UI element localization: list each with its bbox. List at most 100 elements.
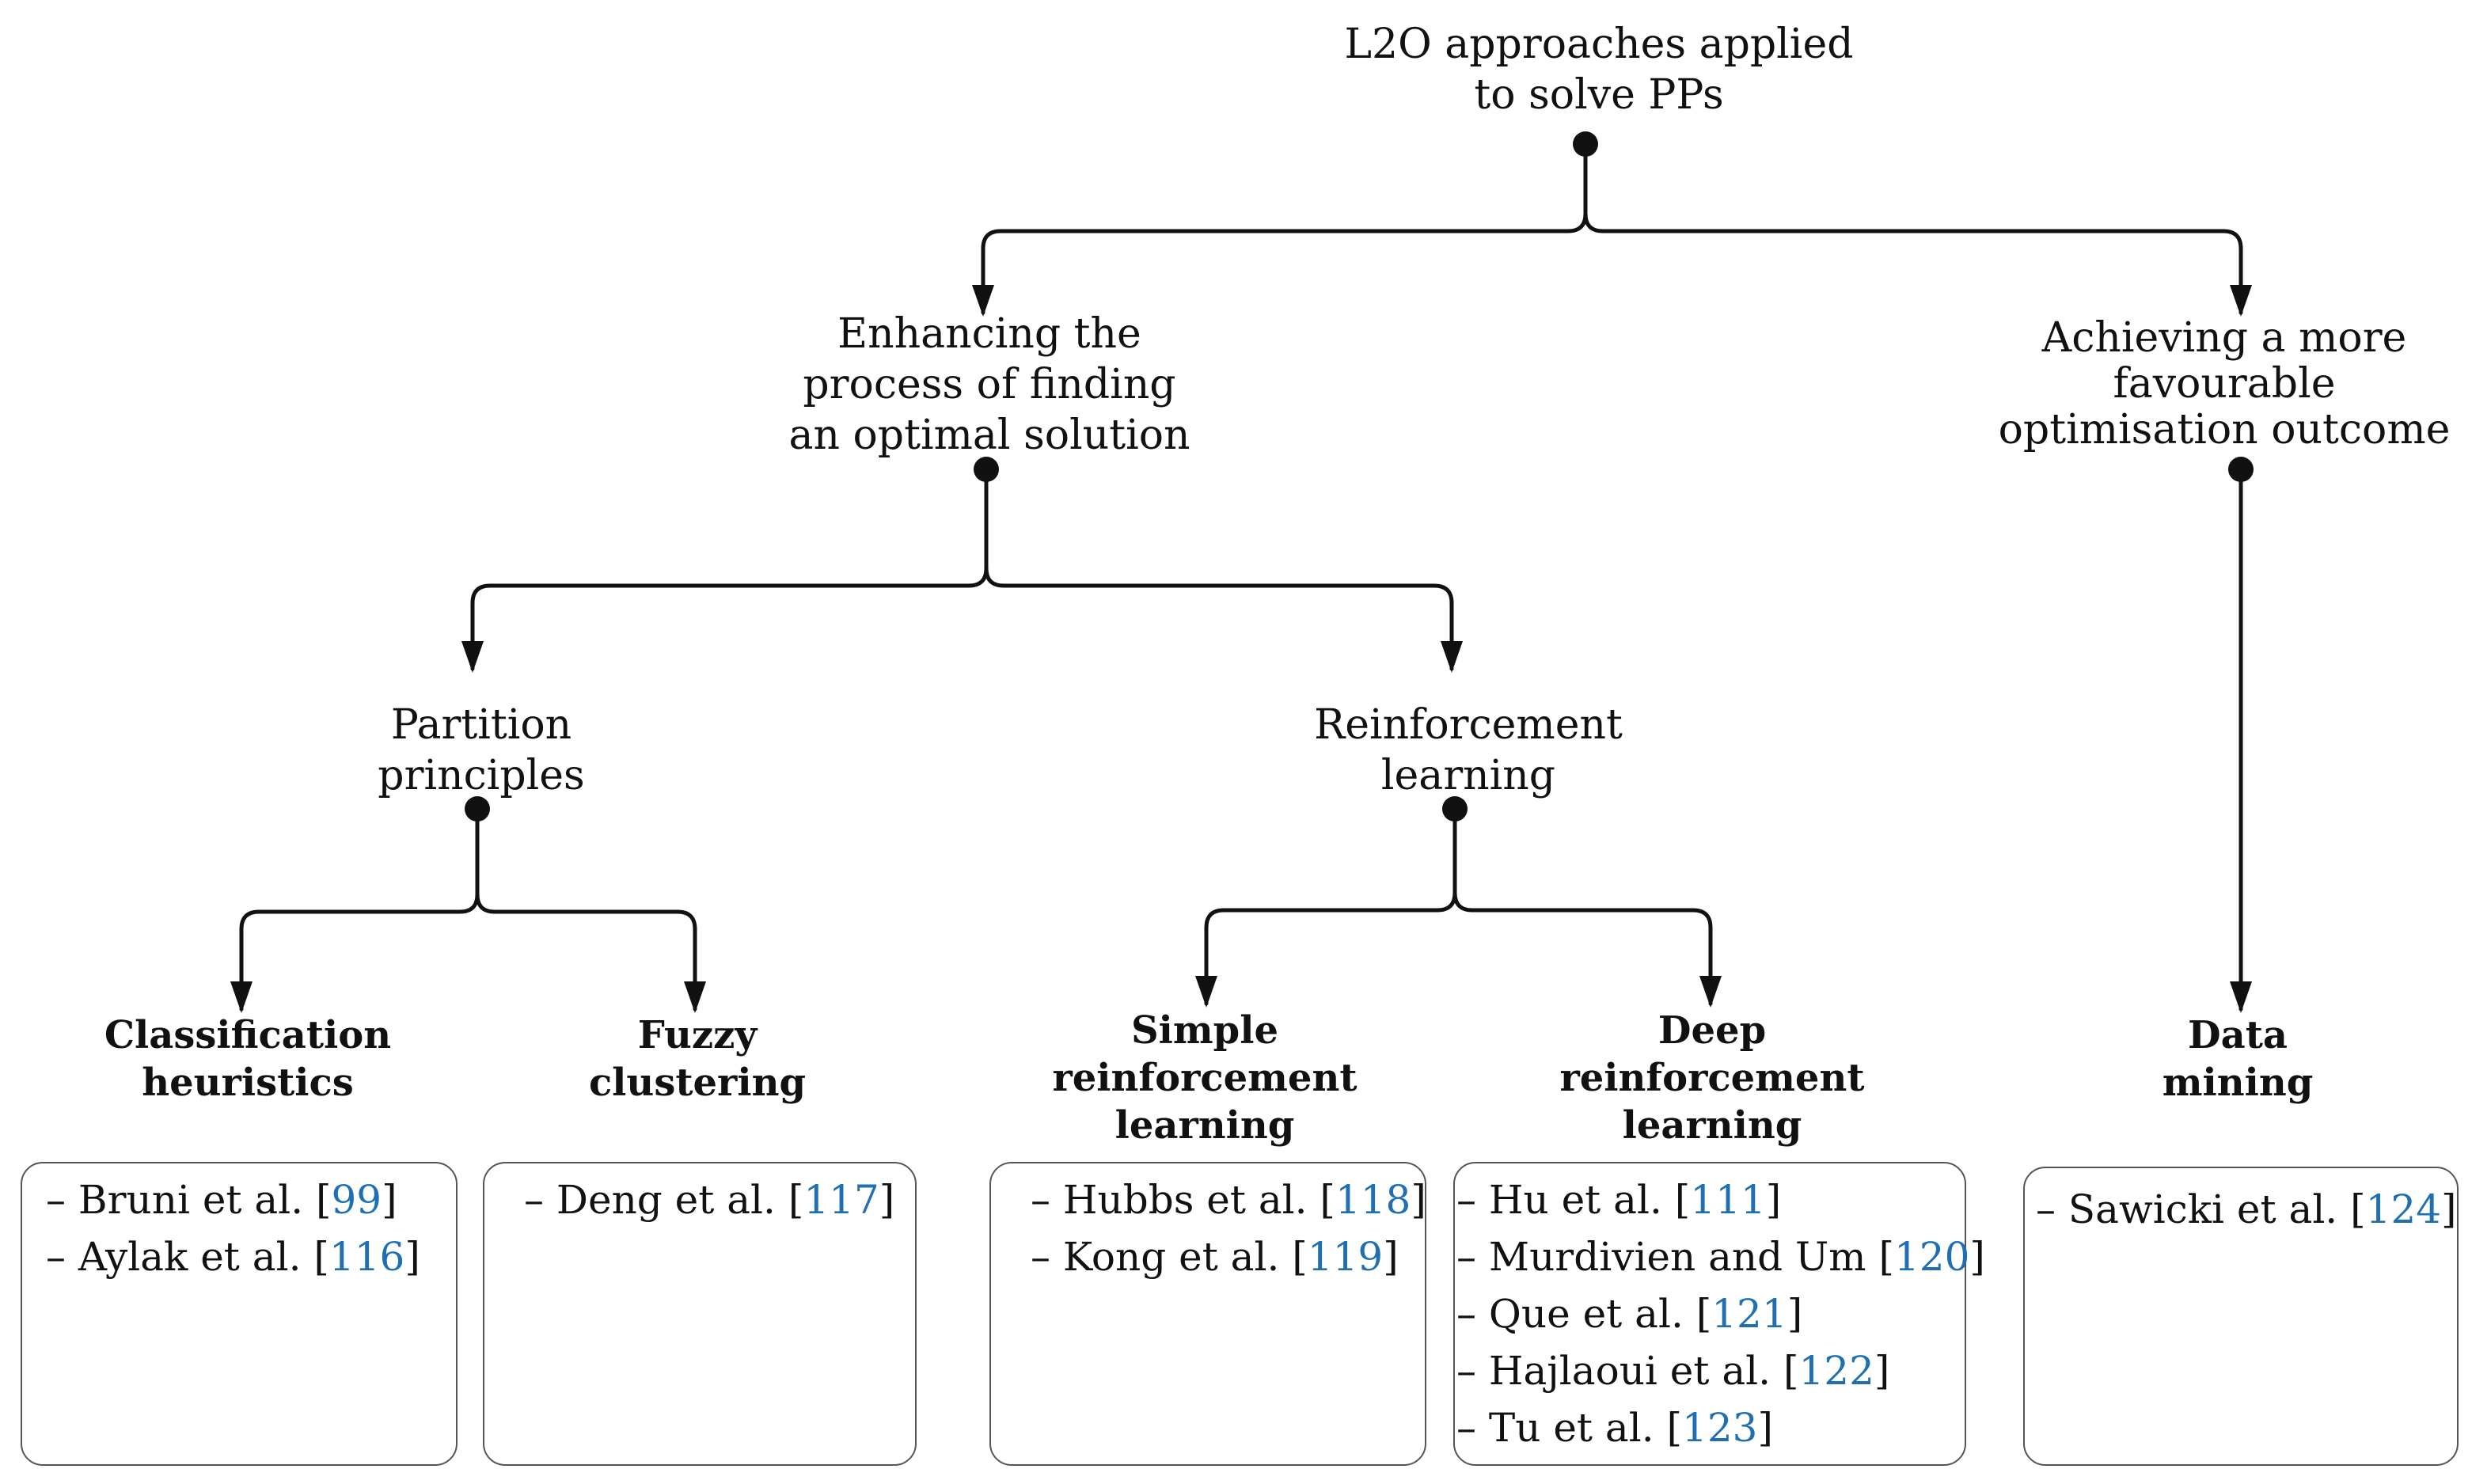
refs-list-classification: – Bruni et al. [99] – Aylak et al. [116] [46, 1171, 420, 1285]
partition-line-2: principles [378, 752, 585, 799]
ref-murdivien: – Murdivien and Um [120] [1456, 1228, 1985, 1285]
classification-line-1: Classification [104, 1013, 392, 1057]
ref-hajlaoui: – Hajlaoui et al. [122] [1456, 1342, 1985, 1399]
refs-box-classification: – Bruni et al. [99] – Aylak et al. [116] [21, 1162, 458, 1466]
junction-dot-partition [465, 796, 490, 822]
arrowhead-partition [461, 641, 484, 673]
arrowhead-classification [230, 981, 253, 1013]
ref-hajlaoui-text: – Hajlaoui et al. [ [1456, 1348, 1799, 1394]
junction-dot-root [1573, 131, 1598, 157]
achieving-line-1: Achieving a more [2041, 314, 2407, 362]
data-mining-node: Data mining [2079, 1011, 2396, 1106]
arrowhead-simple [1195, 976, 1217, 1008]
arrowhead-data-mining [2230, 981, 2252, 1013]
ref-aylak: – Aylak et al. [116] [46, 1228, 420, 1285]
simple-rl-node: Simple reinforcement learning [1046, 1007, 1363, 1149]
simple-rl-line-1: Simple [1130, 1008, 1279, 1053]
ref-bruni-close: ] [382, 1177, 397, 1223]
ref-hubbs-text: – Hubbs et al. [ [1031, 1177, 1335, 1223]
refs-box-deep-rl: – Hu et al. [111] – Murdivien and Um [12… [1453, 1162, 1985, 1466]
ref-bruni-text: – Bruni et al. [ [46, 1177, 332, 1223]
junction-dot-achieving [2228, 457, 2254, 482]
ref-deng-cite[interactable]: 117 [803, 1177, 879, 1223]
ref-kong-text: – Kong et al. [ [1031, 1234, 1308, 1280]
ref-aylak-close: ] [404, 1234, 420, 1280]
refs-list-simple-rl: – Hubbs et al. [118] – Kong et al. [119] [1031, 1171, 1426, 1285]
ref-bruni-cite[interactable]: 99 [331, 1177, 382, 1223]
ref-sawicki-cite[interactable]: 124 [2365, 1186, 2442, 1232]
enhancing-line-1: Enhancing the [837, 310, 1141, 358]
refs-list-deep-rl: – Hu et al. [111] – Murdivien and Um [12… [1456, 1171, 1985, 1456]
ref-hubbs: – Hubbs et al. [118] [1031, 1171, 1426, 1228]
edge-reinforcement-to-simple [1204, 807, 1457, 1006]
enhancing-node: Enhancing the process of finding an opti… [752, 309, 1227, 461]
ref-kong: – Kong et al. [119] [1031, 1228, 1426, 1285]
refs-box-fuzzy: – Deng et al. [117] [483, 1162, 917, 1466]
simple-rl-line-2: reinforcement [1052, 1056, 1358, 1100]
ref-hubbs-cite[interactable]: 118 [1335, 1177, 1411, 1223]
deep-rl-line-2: reinforcement [1559, 1056, 1865, 1100]
ref-tu-cite[interactable]: 123 [1682, 1405, 1758, 1451]
reinforcement-node: Reinforcement learning [1270, 700, 1666, 801]
edge-root-to-achieving [1583, 142, 2243, 315]
ref-bruni: – Bruni et al. [99] [46, 1171, 420, 1228]
ref-deng: – Deng et al. [117] [524, 1171, 894, 1228]
ref-hu-text: – Hu et al. [ [1456, 1177, 1691, 1223]
ref-aylak-cite[interactable]: 116 [328, 1234, 405, 1280]
root-line-2: to solve PPs [1474, 71, 1724, 119]
enhancing-line-3: an optimal solution [788, 412, 1190, 459]
ref-hajlaoui-cite[interactable]: 122 [1798, 1348, 1874, 1394]
edge-partition-to-fuzzy [475, 807, 697, 1011]
ref-sawicki: – Sawicki et al. [124] [2036, 1181, 2457, 1238]
ref-aylak-text: – Aylak et al. [ [46, 1234, 329, 1280]
ref-kong-close: ] [1383, 1234, 1399, 1280]
ref-kong-cite[interactable]: 119 [1307, 1234, 1384, 1280]
arrowhead-reinforcement [1441, 641, 1463, 673]
refs-box-data-mining: – Sawicki et al. [124] [2023, 1167, 2459, 1466]
ref-murdivien-cite[interactable]: 120 [1893, 1234, 1970, 1280]
arrowhead-fuzzy [684, 981, 706, 1013]
arrowhead-enhancing [972, 285, 994, 317]
ref-hu: – Hu et al. [111] [1456, 1171, 1985, 1228]
ref-tu: – Tu et al. [123] [1456, 1399, 1985, 1456]
ref-deng-close: ] [879, 1177, 895, 1223]
classification-line-2: heuristics [142, 1061, 354, 1105]
edge-root-to-enhancing [981, 142, 1588, 315]
ref-que: – Que et al. [121] [1456, 1285, 1985, 1342]
edge-partition-to-classification [239, 807, 480, 1011]
ref-sawicki-close: ] [2441, 1186, 2457, 1232]
fuzzy-line-1: Fuzzy [637, 1013, 758, 1057]
partition-node: Partition principles [323, 700, 640, 801]
enhancing-line-2: process of finding [803, 361, 1176, 408]
ref-murdivien-close: ] [1969, 1234, 1985, 1280]
fuzzy-clustering-node: Fuzzy clustering [539, 1011, 856, 1106]
deep-rl-node: Deep reinforcement learning [1554, 1007, 1870, 1149]
fuzzy-line-2: clustering [588, 1061, 807, 1105]
junction-dot-reinforcement [1442, 796, 1468, 822]
deep-rl-line-1: Deep [1657, 1008, 1767, 1053]
edge-enhancing-to-reinforcement [984, 467, 1454, 671]
achieving-node: Achieving a more favourable optimisation… [1987, 315, 2462, 453]
root-line-1: L2O approaches applied [1344, 21, 1854, 68]
ref-que-close: ] [1787, 1291, 1803, 1337]
root-node: L2O approaches applied to solve PPs [1282, 19, 1916, 120]
ref-hu-close: ] [1765, 1177, 1782, 1223]
simple-rl-line-3: learning [1114, 1103, 1295, 1148]
partition-line-1: Partition [390, 701, 572, 749]
refs-list-fuzzy: – Deng et al. [117] [524, 1171, 894, 1228]
ref-que-text: – Que et al. [ [1456, 1291, 1712, 1337]
junction-dot-enhancing [974, 457, 999, 482]
ref-hu-cite[interactable]: 111 [1690, 1177, 1766, 1223]
arrowhead-achieving [2230, 285, 2252, 317]
ref-hajlaoui-close: ] [1874, 1348, 1890, 1394]
ref-tu-close: ] [1757, 1405, 1773, 1451]
ref-que-cite[interactable]: 121 [1711, 1291, 1787, 1337]
refs-list-data-mining: – Sawicki et al. [124] [2036, 1181, 2457, 1238]
achieving-line-3: optimisation outcome [1998, 406, 2451, 454]
data-mining-line-2: mining [2162, 1061, 2314, 1105]
ref-sawicki-text: – Sawicki et al. [ [2036, 1186, 2366, 1232]
ref-tu-text: – Tu et al. [ [1456, 1405, 1683, 1451]
edge-reinforcement-to-deep [1452, 807, 1713, 1006]
